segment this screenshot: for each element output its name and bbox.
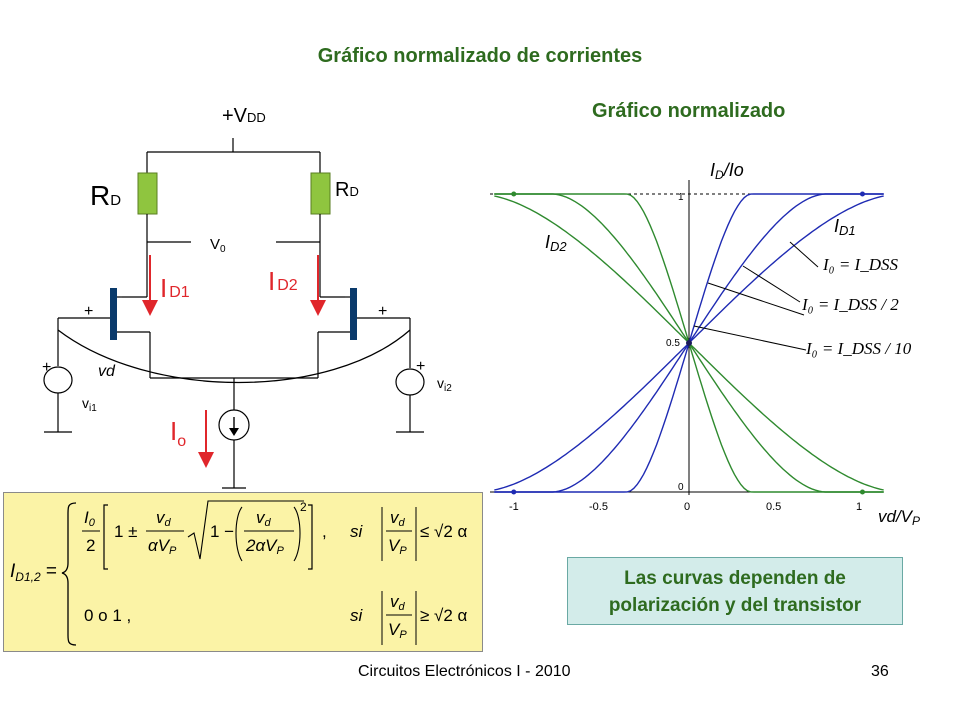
drain-resistor-right [310,172,331,215]
id2-curve-label: ID2 [545,232,567,254]
x-tick-neg05: -0.5 [589,501,608,513]
y-tick-0.5: 0.5 [666,338,680,349]
plateau-marker [511,191,517,197]
svg-text:2αVP: 2αVP [245,536,285,557]
svg-text:1 −: 1 − [210,522,234,541]
eq-io-idss-half: I₀ = I_DSS / 2 [801,295,899,314]
svg-text:1 ±: 1 ± [114,522,138,541]
svg-text:si: si [350,522,364,541]
svg-text:2: 2 [300,500,307,514]
io-label: Io [170,416,186,450]
current-formula-box: ID1,2 = I0 2 1 ± vd αVP 1 − vd 2αVP 2 , … [3,492,483,652]
vd-arc [57,329,411,384]
svg-text:+: + [416,358,425,375]
vout-label: V0 [210,236,226,255]
x-tick-0: 0 [684,501,690,513]
drain-resistor-left [137,172,158,215]
id1-curve-label: ID1 [834,216,856,238]
svg-text:VP: VP [388,620,407,641]
svg-text:0 o 1 ,: 0 o 1 , [84,606,131,625]
x-tick-05: 0.5 [766,501,781,513]
svg-text:vd: vd [390,592,406,613]
formula-lhs: ID1,2 = [10,561,57,584]
rd-left-label: RD [90,180,121,211]
jfet-left [110,288,117,340]
current-formula: ID1,2 = I0 2 1 ± vd αVP 1 − vd 2αVP 2 , … [10,500,468,646]
vi1-label: vi1 [82,395,97,414]
svg-text:vd: vd [390,508,406,529]
slide-title: Gráfico normalizado de corrientes [317,45,643,67]
note-line-1: Las curvas dependen de [624,568,846,589]
gate-left-plus: + [84,303,93,320]
x-axis-label: vd/VP [878,507,920,528]
vi2-label: vi2 [437,375,452,394]
svg-text:≤ √2 α: ≤ √2 α [420,522,468,541]
crossing-point [686,340,692,346]
vd-label: vd [98,363,116,380]
svg-text:vd: vd [156,508,172,529]
svg-text:vd: vd [256,508,272,529]
plateau-marker [859,489,865,495]
differential-pair-circuit: +VDD RD RD V0 + + + vi1 + vi2 vd [42,105,452,489]
footer-page-number: 36 [871,663,889,680]
svg-text:,: , [322,522,327,541]
chart-subtitle: Gráfico normalizado [592,100,786,122]
normalized-current-chart: ID/Io 1 0.5 0 -1 -0.5 0 0.5 1 vd/VP ID1 … [490,160,920,528]
y-tick-1: 1 [678,192,684,203]
svg-text:≥ √2 α: ≥ √2 α [420,606,468,625]
eq-io-idss-tenth: I₀ = I_DSS / 10 [805,339,912,358]
svg-text:si: si [350,606,364,625]
note-line-2: polarización y del transistor [608,595,862,616]
supply-label: +VDD [222,105,266,127]
x-tick-neg1: -1 [509,501,519,513]
y-tick-0: 0 [678,482,684,493]
svg-text:αVP: αVP [148,536,177,557]
plateau-marker [859,191,865,197]
svg-text:VP: VP [388,536,407,557]
rd-right-label: RD [335,179,359,201]
footer-course: Circuitos Electrónicos I - 2010 [358,663,571,680]
y-axis-label: ID/Io [710,160,744,182]
svg-text:2: 2 [86,536,95,555]
plateau-marker [511,489,517,495]
x-tick-1: 1 [856,501,862,513]
gate-right-plus: + [378,303,387,320]
eq-io-idss: I₀ = I_DSS [822,255,898,274]
jfet-right [350,288,357,340]
curves-note: Las curvas dependen de polarización y de… [567,557,903,625]
svg-text:+: + [42,359,51,376]
svg-text:I0: I0 [84,508,96,529]
